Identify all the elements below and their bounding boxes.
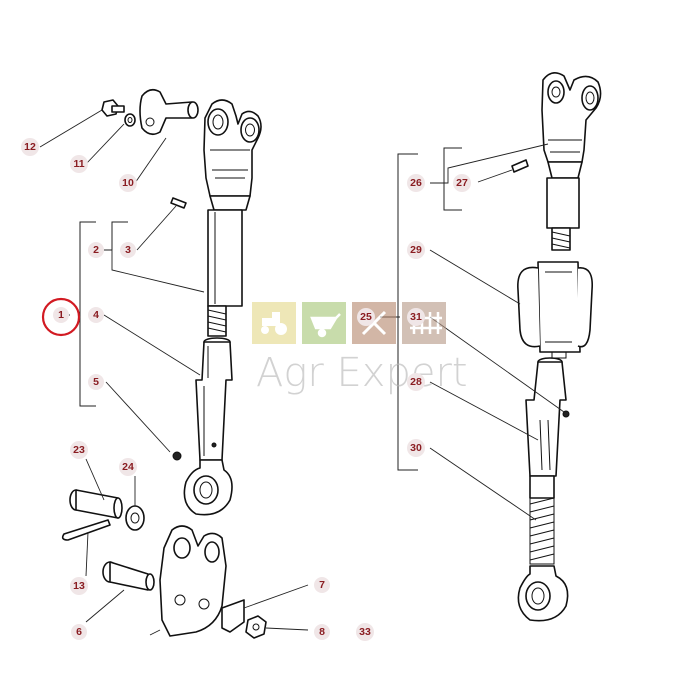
part-12-bolt — [101, 99, 125, 117]
label-31[interactable]: 31 — [407, 308, 425, 326]
svg-text:33: 33 — [359, 626, 371, 638]
right-ball-end — [517, 565, 569, 622]
svg-text:2: 2 — [93, 244, 99, 256]
part-27-pin — [511, 159, 529, 173]
svg-text:26: 26 — [410, 177, 422, 189]
part-28-sleeve — [525, 357, 570, 477]
svg-text:12: 12 — [24, 141, 36, 153]
label-4[interactable]: 4 — [88, 307, 104, 323]
svg-text:28: 28 — [410, 376, 422, 388]
label-28[interactable]: 28 — [407, 373, 425, 391]
svg-text:24: 24 — [122, 461, 134, 473]
svg-text:31: 31 — [410, 311, 422, 323]
label-33[interactable]: 33 — [356, 623, 374, 641]
lower-tube — [195, 337, 233, 461]
svg-text:25: 25 — [360, 311, 372, 323]
right-top-link-assembly — [511, 72, 602, 622]
label-25[interactable]: 25 — [357, 308, 375, 326]
part-29-handle — [517, 261, 594, 359]
svg-text:4: 4 — [93, 309, 99, 321]
wheelbarrow-icon — [310, 313, 341, 338]
label-29[interactable]: 29 — [407, 241, 425, 259]
svg-text:6: 6 — [76, 626, 82, 638]
ball-end — [183, 459, 233, 516]
top-clevis-fork — [203, 99, 262, 211]
label-7[interactable]: 7 — [314, 577, 330, 593]
group-brackets — [79, 147, 462, 471]
part-13-clip — [61, 519, 111, 541]
bottom-fork — [159, 525, 227, 637]
part-11-washer — [124, 113, 136, 127]
label-11[interactable]: 11 — [70, 155, 88, 173]
part-8-nut — [245, 615, 267, 639]
watermark-tile-4 — [402, 302, 446, 344]
label-26[interactable]: 26 — [407, 174, 425, 192]
label-6[interactable]: 6 — [71, 624, 87, 640]
upper-tube — [207, 209, 243, 307]
part-labels: 12 11 10 2 3 1 4 5 23 24 13 6 7 8 33 26 … — [21, 138, 471, 641]
svg-text:27: 27 — [456, 177, 468, 189]
label-23[interactable]: 23 — [70, 441, 88, 459]
svg-text:30: 30 — [410, 442, 422, 454]
tractor-icon — [261, 312, 287, 335]
left-top-link-assembly — [101, 88, 262, 516]
right-clevis-fork — [541, 72, 602, 179]
label-30[interactable]: 30 — [407, 439, 425, 457]
svg-text:29: 29 — [410, 244, 422, 256]
highlight-circle — [41, 297, 81, 337]
lower-left-parts — [61, 489, 267, 639]
label-10[interactable]: 10 — [119, 174, 137, 192]
right-upper-tube — [546, 177, 580, 251]
label-27[interactable]: 27 — [453, 174, 471, 192]
label-3[interactable]: 3 — [120, 242, 136, 258]
threaded-section — [207, 305, 227, 337]
leader-lines — [39, 109, 565, 636]
part-23-pin — [69, 489, 123, 519]
label-13[interactable]: 13 — [70, 577, 88, 595]
part-10-bracket — [139, 88, 199, 136]
part-24-washer — [125, 505, 145, 531]
part-30-spring — [529, 475, 555, 565]
svg-text:13: 13 — [73, 580, 85, 592]
label-1[interactable]: 1 — [41, 297, 81, 337]
svg-text:10: 10 — [122, 177, 134, 189]
svg-text:1: 1 — [58, 309, 64, 321]
part-7-plate — [221, 599, 245, 633]
svg-text:5: 5 — [93, 376, 99, 388]
label-24[interactable]: 24 — [119, 458, 137, 476]
label-2[interactable]: 2 — [88, 242, 104, 258]
watermark-text: Agr Expert — [256, 350, 468, 396]
label-8[interactable]: 8 — [314, 624, 330, 640]
part-5-nut — [172, 451, 182, 461]
svg-text:8: 8 — [319, 626, 325, 638]
label-12[interactable]: 12 — [21, 138, 39, 156]
svg-text:23: 23 — [73, 444, 85, 456]
label-5[interactable]: 5 — [88, 374, 104, 390]
part-3-spring-pin — [170, 197, 187, 209]
part-6-pin — [102, 561, 155, 591]
svg-text:3: 3 — [125, 244, 131, 256]
svg-text:7: 7 — [319, 579, 325, 591]
svg-text:11: 11 — [73, 158, 84, 170]
